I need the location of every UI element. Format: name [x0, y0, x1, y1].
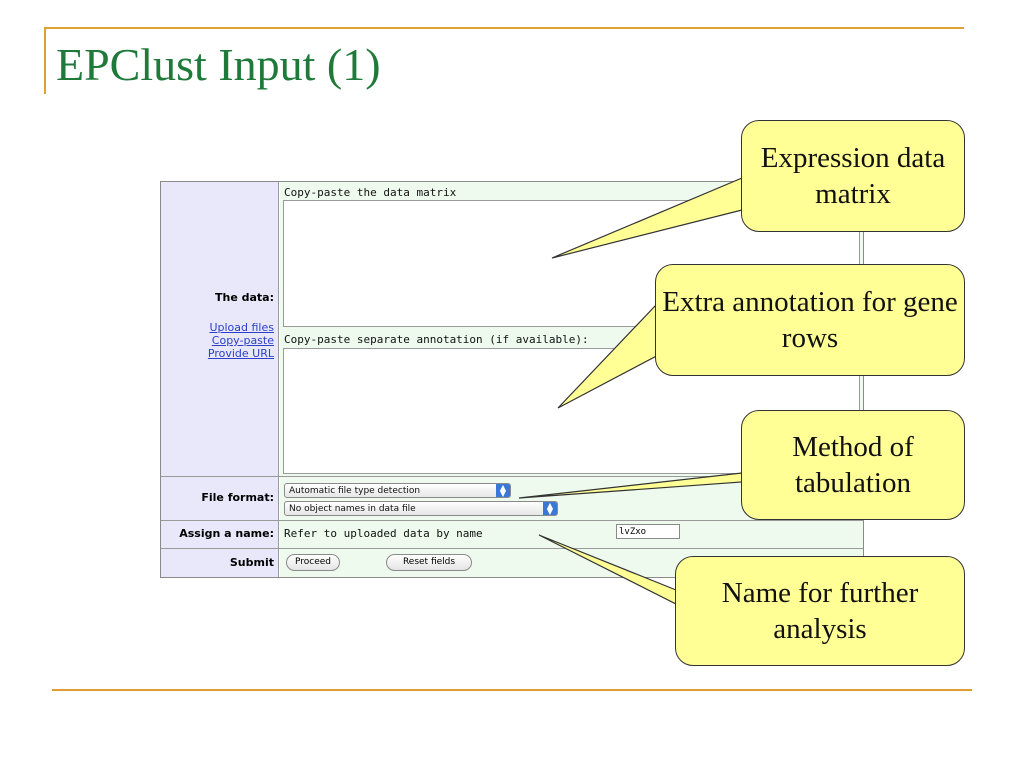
- file-type-select[interactable]: Automatic file type detection ▲▼: [284, 483, 511, 498]
- upload-files-link[interactable]: Upload files: [209, 321, 274, 334]
- file-format-label: File format:: [201, 491, 274, 504]
- expression-callout-text: Expression data matrix: [760, 142, 946, 210]
- data-label-cell: The data: Upload files Copy-paste Provid…: [161, 182, 279, 476]
- assign-name-text: Refer to uploaded data by name: [284, 527, 483, 540]
- title-accent-line: [44, 27, 964, 29]
- file-type-select-value: Automatic file type detection: [289, 486, 421, 496]
- expression-callout: Expression data matrix: [741, 120, 965, 232]
- assign-name-label-cell: Assign a name:: [161, 521, 279, 548]
- proceed-button[interactable]: Proceed: [286, 554, 340, 571]
- assign-name-input-cell: Refer to uploaded data by name lvZxo: [280, 521, 863, 548]
- row-divider: [161, 476, 863, 477]
- name-callout: Name for further analysis: [675, 556, 965, 666]
- name-input[interactable]: lvZxo: [616, 524, 680, 539]
- assign-name-label: Assign a name:: [179, 527, 274, 540]
- object-names-select-value: No object names in data file: [289, 504, 416, 514]
- row-divider: [161, 520, 863, 521]
- copy-paste-link[interactable]: Copy-paste: [211, 334, 274, 347]
- matrix-label: Copy-paste the data matrix: [284, 186, 457, 199]
- title-accent-bar: [44, 28, 46, 94]
- slide-title: EPClust Input (1): [56, 39, 381, 90]
- up-down-arrows-icon: ▲▼: [496, 484, 510, 498]
- annotation-callout-text: Extra annotation for gene rows: [662, 286, 958, 354]
- row-divider: [161, 548, 863, 549]
- footer-accent-line: [52, 689, 972, 691]
- annotation-label: Copy-paste separate annotation (if avail…: [284, 333, 589, 346]
- submit-label: Submit: [229, 556, 274, 569]
- method-callout: Method of tabulation: [741, 410, 965, 520]
- data-label: The data:: [214, 291, 274, 304]
- input-method-links: Upload files Copy-paste Provide URL: [208, 321, 274, 360]
- provide-url-link[interactable]: Provide URL: [207, 347, 274, 360]
- object-names-select[interactable]: No object names in data file ▲▼: [284, 501, 558, 516]
- name-callout-text: Name for further analysis: [721, 577, 919, 645]
- submit-label-cell: Submit: [161, 549, 279, 577]
- up-down-arrows-icon: ▲▼: [543, 502, 557, 516]
- annotation-callout: Extra annotation for gene rows: [655, 264, 965, 376]
- file-format-label-cell: File format:: [161, 477, 279, 520]
- reset-fields-button[interactable]: Reset fields: [386, 554, 472, 571]
- method-callout-text: Method of tabulation: [792, 431, 914, 499]
